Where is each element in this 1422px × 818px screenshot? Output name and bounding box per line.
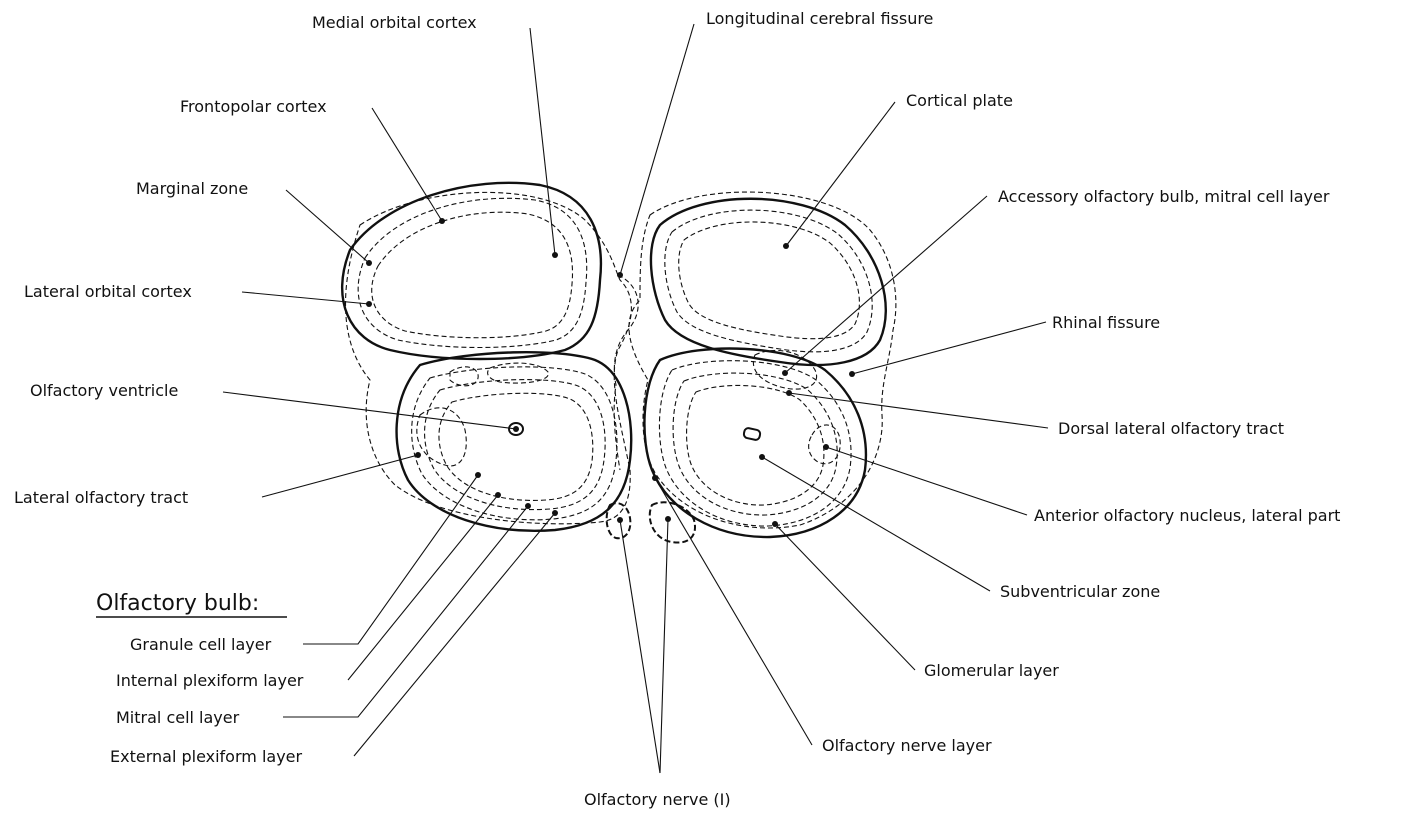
label-mitral-cell-layer: Mitral cell layer [116, 708, 240, 727]
label-frontopolar-cortex: Frontopolar cortex [180, 97, 327, 116]
leader-internal-plexiform-layer [347, 494, 499, 681]
label-medial-orbital-cortex: Medial orbital cortex [312, 13, 477, 32]
label-dorsal-lateral-olfactory-tract: Dorsal lateral olfactory tract [1058, 419, 1284, 438]
labels: Medial orbital cortex Longitudinal cereb… [14, 9, 1340, 809]
anatomy-outlines [340, 181, 897, 544]
left-bulb-layer-4 [416, 407, 467, 467]
fissure-tissue [613, 274, 639, 471]
dot-olfactory-ventricle [513, 426, 519, 432]
label-olfactory-nerve-layer: Olfactory nerve layer [822, 736, 992, 755]
outer-envelope-right [628, 191, 897, 529]
dot-olfactory-nerve-b [665, 516, 671, 522]
leader-dots [366, 218, 855, 527]
right-bulb-outline [643, 347, 868, 539]
left-bulb-layer-5 [449, 366, 479, 387]
dot-frontopolar-cortex [439, 218, 445, 224]
dot-dorsal-lateral-olfactory-tract [786, 390, 792, 396]
leader-cortical-plate [785, 101, 896, 247]
leader-medial-orbital-cortex [529, 27, 556, 256]
right-bulb-layer-1 [658, 360, 852, 527]
outer-envelope-left [345, 191, 632, 525]
label-lateral-olfactory-tract: Lateral olfactory tract [14, 488, 188, 507]
dot-accessory-olfactory-bulb [782, 370, 788, 376]
leader-lateral-orbital-cortex [241, 291, 370, 305]
leader-anterior-olfactory-nucleus [825, 446, 1028, 516]
dot-anterior-olfactory-nucleus [823, 444, 829, 450]
leader-olfactory-nerve-layer [654, 477, 813, 746]
leader-lines [222, 23, 1049, 774]
left-bulb-layer-1 [411, 366, 618, 521]
dot-subventricular-zone [759, 454, 765, 460]
dot-mitral-cell-layer [525, 503, 531, 509]
label-granule-cell-layer: Granule cell layer [130, 635, 272, 654]
leader-glomerular-layer [774, 523, 916, 671]
right-cortex-inner-2 [678, 221, 860, 340]
leader-longitudinal-cerebral-fissure [619, 23, 695, 276]
leader-granule-cell-layer [303, 474, 479, 645]
leader-accessory-olfactory-bulb [784, 195, 988, 374]
label-olfactory-nerve: Olfactory nerve (I) [584, 790, 731, 809]
olfactory-nerve-bundle-left [605, 502, 632, 540]
label-glomerular-layer: Glomerular layer [924, 661, 1059, 680]
leader-marginal-zone [285, 189, 370, 264]
label-lateral-orbital-cortex: Lateral orbital cortex [24, 282, 192, 301]
leader-external-plexiform-layer [353, 512, 556, 757]
anterior-olfactory-nucleus-region [808, 424, 841, 465]
left-cortex-outline [340, 181, 603, 361]
label-rhinal-fissure: Rhinal fissure [1052, 313, 1160, 332]
left-bulb-outline [395, 351, 633, 532]
label-olfactory-ventricle: Olfactory ventricle [30, 381, 178, 400]
dot-cortical-plate [783, 243, 789, 249]
left-olfactory-ventricle [508, 422, 524, 436]
leader-olfactory-nerve-b [659, 518, 669, 774]
dot-olfactory-nerve-a [617, 517, 623, 523]
right-bulb-layer-3 [686, 384, 825, 506]
leader-olfactory-ventricle [222, 391, 517, 430]
leader-frontopolar-cortex [371, 107, 443, 222]
label-external-plexiform-layer: External plexiform layer [110, 747, 303, 766]
label-longitudinal-cerebral-fissure: Longitudinal cerebral fissure [706, 9, 933, 28]
left-bulb-layer-2 [424, 379, 606, 511]
left-cortex-inner-1 [357, 197, 588, 349]
leader-rhinal-fissure [851, 321, 1047, 375]
left-cortex-inner-2 [371, 211, 574, 339]
dot-glomerular-layer [772, 521, 778, 527]
left-bulb-layer-3 [438, 392, 594, 501]
heading-olfactory-bulb: Olfactory bulb: [96, 591, 259, 616]
right-olfactory-ventricle [742, 427, 762, 441]
dot-marginal-zone [366, 260, 372, 266]
label-internal-plexiform-layer: Internal plexiform layer [116, 671, 304, 690]
right-cortex-inner-1 [664, 209, 873, 353]
dot-external-plexiform-layer [552, 510, 558, 516]
dot-lateral-olfactory-tract [415, 452, 421, 458]
dot-rhinal-fissure [849, 371, 855, 377]
dot-internal-plexiform-layer [495, 492, 501, 498]
right-bulb-layer-2 [672, 372, 838, 516]
label-cortical-plate: Cortical plate [906, 91, 1013, 110]
dot-olfactory-nerve-layer [652, 475, 658, 481]
dot-granule-cell-layer [475, 472, 481, 478]
right-cortex-outline [649, 197, 887, 367]
dot-lateral-orbital-cortex [366, 301, 372, 307]
label-anterior-olfactory-nucleus: Anterior olfactory nucleus, lateral part [1034, 506, 1340, 525]
leader-mitral-cell-layer [283, 505, 529, 718]
label-subventricular-zone: Subventricular zone [1000, 582, 1160, 601]
leader-subventricular-zone [761, 456, 991, 592]
leader-olfactory-nerve-a [619, 519, 661, 774]
leader-lateral-olfactory-tract [261, 454, 419, 498]
label-accessory-olfactory-bulb: Accessory olfactory bulb, mitral cell la… [998, 187, 1330, 206]
olfactory-nerve-bundle-right [648, 501, 696, 544]
accessory-olfactory-bulb-region [752, 349, 818, 390]
leader-dorsal-lateral-olfactory-tract [788, 392, 1049, 429]
dot-longitudinal-cerebral-fissure [617, 272, 623, 278]
label-marginal-zone: Marginal zone [136, 179, 248, 198]
dot-medial-orbital-cortex [552, 252, 558, 258]
